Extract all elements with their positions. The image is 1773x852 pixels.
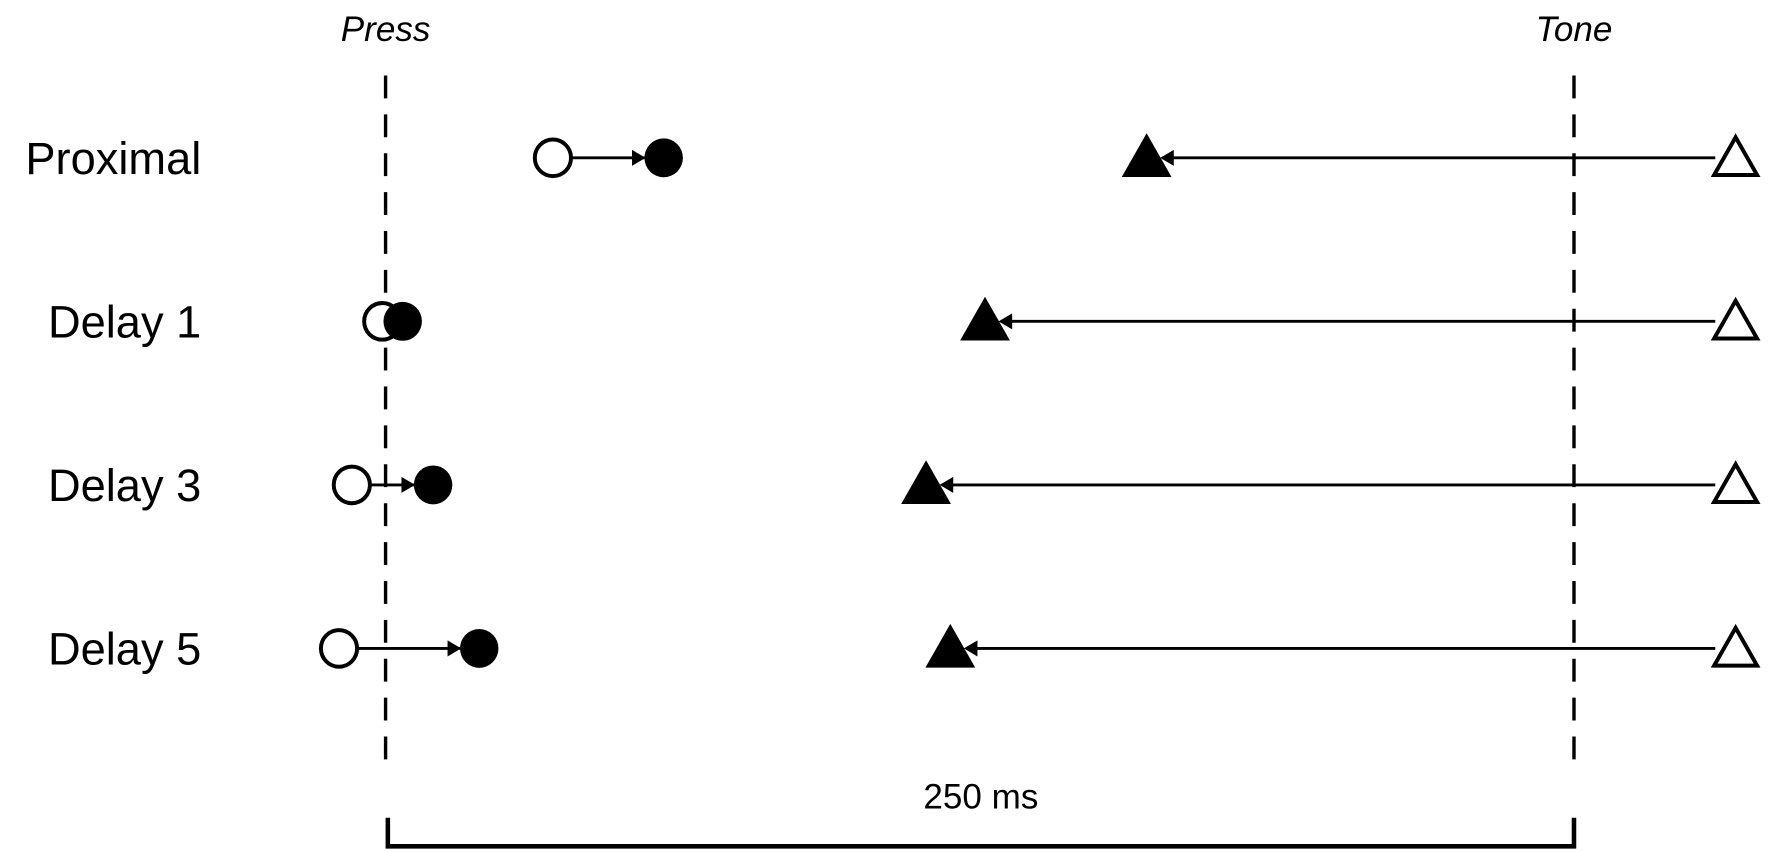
open-triangle-marker — [1710, 623, 1761, 668]
open-triangle-marker — [1710, 460, 1761, 505]
row-delay-1: Delay 1 — [48, 296, 1761, 347]
marker-label-press: Press — [341, 10, 431, 49]
open-triangle-marker — [1710, 296, 1761, 341]
scale-bar — [385, 817, 1577, 849]
tone-arrow-head — [963, 640, 978, 657]
open-circle-marker — [318, 628, 360, 669]
filled-circle-marker — [383, 301, 422, 341]
tone-arrow-head — [1160, 149, 1174, 166]
tone-arrow-head — [998, 313, 1013, 330]
press-arrow-head — [632, 149, 646, 166]
open-circle-marker — [532, 137, 573, 179]
filled-circle-marker — [644, 138, 683, 178]
press-arrow-head — [447, 640, 462, 657]
tone-arrow-head — [939, 476, 954, 493]
row-delay-5: Delay 5 — [48, 623, 1761, 675]
marker-label-tone: Tone — [1536, 10, 1613, 49]
press-arrow-head — [401, 476, 416, 493]
open-circle-marker — [331, 464, 372, 506]
row-delay-3: Delay 3 — [48, 460, 1761, 511]
filled-triangle-marker — [1121, 133, 1172, 177]
filled-triangle-marker — [960, 296, 1010, 341]
filled-circle-marker — [460, 628, 499, 668]
filled-triangle-marker — [901, 460, 951, 505]
row-label: Delay 5 — [48, 623, 201, 674]
row-label: Delay 1 — [48, 296, 201, 347]
open-triangle-marker — [1710, 133, 1761, 177]
scale-bar-label: 250 ms — [923, 777, 1038, 816]
row-label: Delay 3 — [48, 460, 201, 511]
row-label: Proximal — [25, 133, 201, 184]
row-proximal: Proximal — [25, 133, 1761, 184]
filled-triangle-marker — [925, 623, 976, 668]
filled-circle-marker — [413, 465, 453, 505]
